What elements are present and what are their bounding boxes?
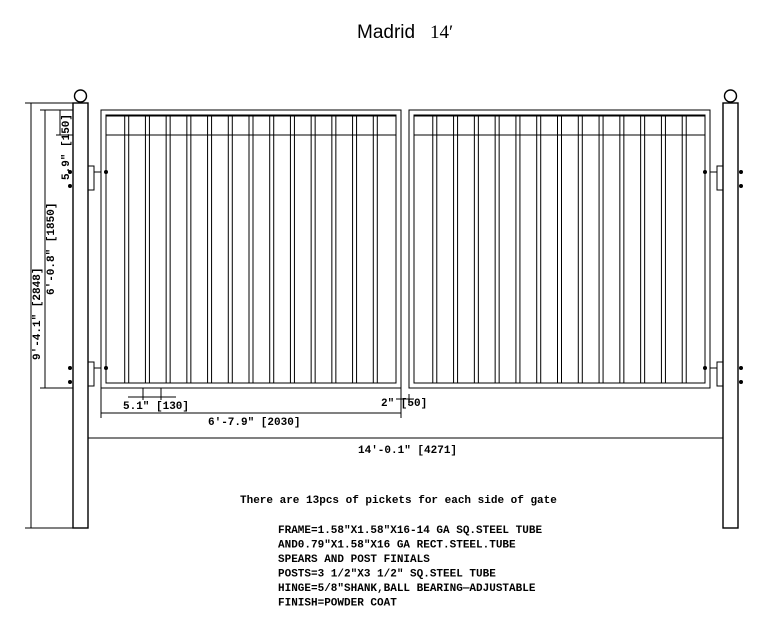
hinge-left-bottom: [68, 361, 108, 387]
dim-picket-spacing: 5.1" [130]: [123, 388, 189, 413]
spec-line: FINISH=POWDER COAT: [278, 598, 397, 610]
picket-left: [372, 114, 378, 384]
picket-left: [186, 114, 192, 384]
gate-frame-right: [408, 109, 711, 389]
picket-left: [248, 114, 254, 384]
spec-line: HINGE=5/8"SHANK,BALL BEARING—ADJUSTABLE: [278, 583, 536, 595]
picket-left: [227, 114, 233, 384]
picket-right: [598, 114, 604, 384]
picket-right: [515, 114, 521, 384]
hinge-right-top: [703, 165, 743, 191]
picket-right: [640, 114, 646, 384]
picket-right: [619, 114, 625, 384]
hinge-right-bottom: [703, 361, 743, 387]
dim-top-section-label: 5.9" [150]: [61, 114, 73, 180]
dim-gate-width: 6′-7.9" [2030]: [100, 388, 402, 429]
dim-gate-height-label: 6′-0.8" [1850]: [46, 203, 58, 295]
picket-left: [352, 114, 358, 384]
picket-right: [536, 114, 542, 384]
picket-right: [494, 114, 500, 384]
picket-right: [453, 114, 459, 384]
gate-panel-left: [100, 109, 402, 389]
dim-center-gap: 2" [50]: [381, 394, 427, 410]
right-post: [722, 89, 739, 529]
dim-picket-spacing-label: 5.1" [130]: [123, 401, 189, 413]
dim-overall-width-label: 14′-0.1" [4271]: [358, 445, 457, 457]
picket-right: [557, 114, 562, 384]
title-model: Madrid: [357, 22, 415, 43]
dim-gate-width-label: 6′-7.9" [2030]: [208, 417, 300, 429]
picket-left: [124, 114, 130, 384]
spec-line: FRAME=1.58"X1.58"X16-14 GA SQ.STEEL TUBE: [278, 525, 542, 537]
dim-gate-height: 6′-0.8" [1850]: [40, 109, 73, 389]
spec-line: POSTS=3 1/2"X3 1/2" SQ.STEEL TUBE: [278, 569, 496, 581]
note-pickets: There are 13pcs of pickets for each side…: [240, 495, 557, 507]
picket-left: [207, 114, 213, 384]
hinge-left-top: [68, 165, 108, 191]
picket-right: [660, 114, 666, 384]
picket-right: [681, 114, 687, 384]
spec-list: FRAME=1.58"X1.58"X16-14 GA SQ.STEEL TUBE…: [278, 525, 542, 610]
gate-panel-right: [408, 109, 711, 389]
title-size: 14′: [430, 22, 453, 43]
left-post: [72, 89, 89, 529]
dim-center-gap-label: 2" [50]: [381, 398, 427, 410]
spec-line: SPEARS AND POST FINIALS: [278, 554, 430, 566]
dim-post-height-label: 9′-4.1" [2848]: [32, 268, 44, 360]
spec-line: AND0.79"X1.58"X16 GA RECT.STEEL.TUBE: [278, 540, 516, 552]
picket-right: [577, 114, 583, 384]
picket-right: [432, 114, 438, 384]
picket-left: [289, 114, 295, 384]
picket-right: [473, 114, 479, 384]
dim-post-height: 9′-4.1" [2848]: [25, 102, 73, 529]
picket-left: [269, 114, 275, 384]
picket-left: [165, 114, 171, 384]
dim-top-section: 5.9" [150]: [56, 109, 73, 180]
dim-overall-width: 14′-0.1" [4271]: [87, 432, 724, 457]
picket-left: [144, 114, 150, 384]
picket-left: [310, 114, 316, 384]
gate-frame-left: [100, 109, 402, 389]
picket-left: [331, 114, 337, 384]
